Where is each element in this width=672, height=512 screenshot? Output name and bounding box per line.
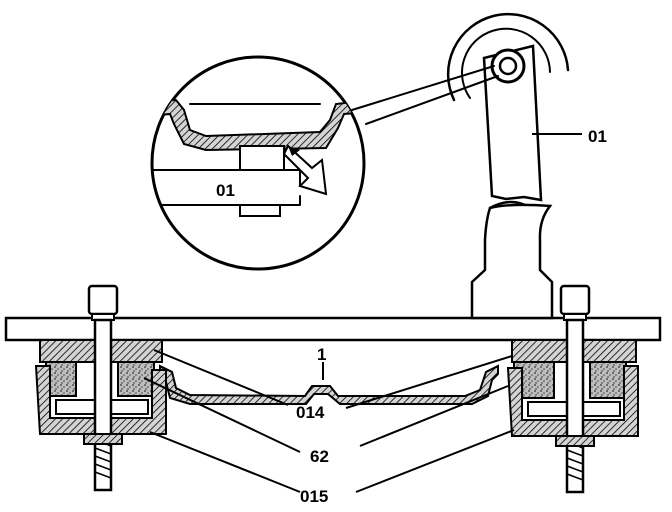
tool-arm <box>446 12 570 320</box>
detail-magnifier <box>150 55 499 271</box>
label-middle-part: 62 <box>310 447 329 466</box>
leader-lines <box>143 133 582 493</box>
center-diaphragm <box>159 364 499 405</box>
label-detail-tool-part: 01 <box>216 181 235 200</box>
left-fastener-assembly <box>34 284 167 492</box>
main-plate <box>4 316 662 342</box>
label-center-part: 1 <box>317 345 326 364</box>
label-upper-seal: 014 <box>296 403 325 422</box>
label-tool-part: 01 <box>588 127 607 146</box>
label-lower-part: 015 <box>300 487 328 506</box>
right-fastener-assembly <box>506 284 639 494</box>
